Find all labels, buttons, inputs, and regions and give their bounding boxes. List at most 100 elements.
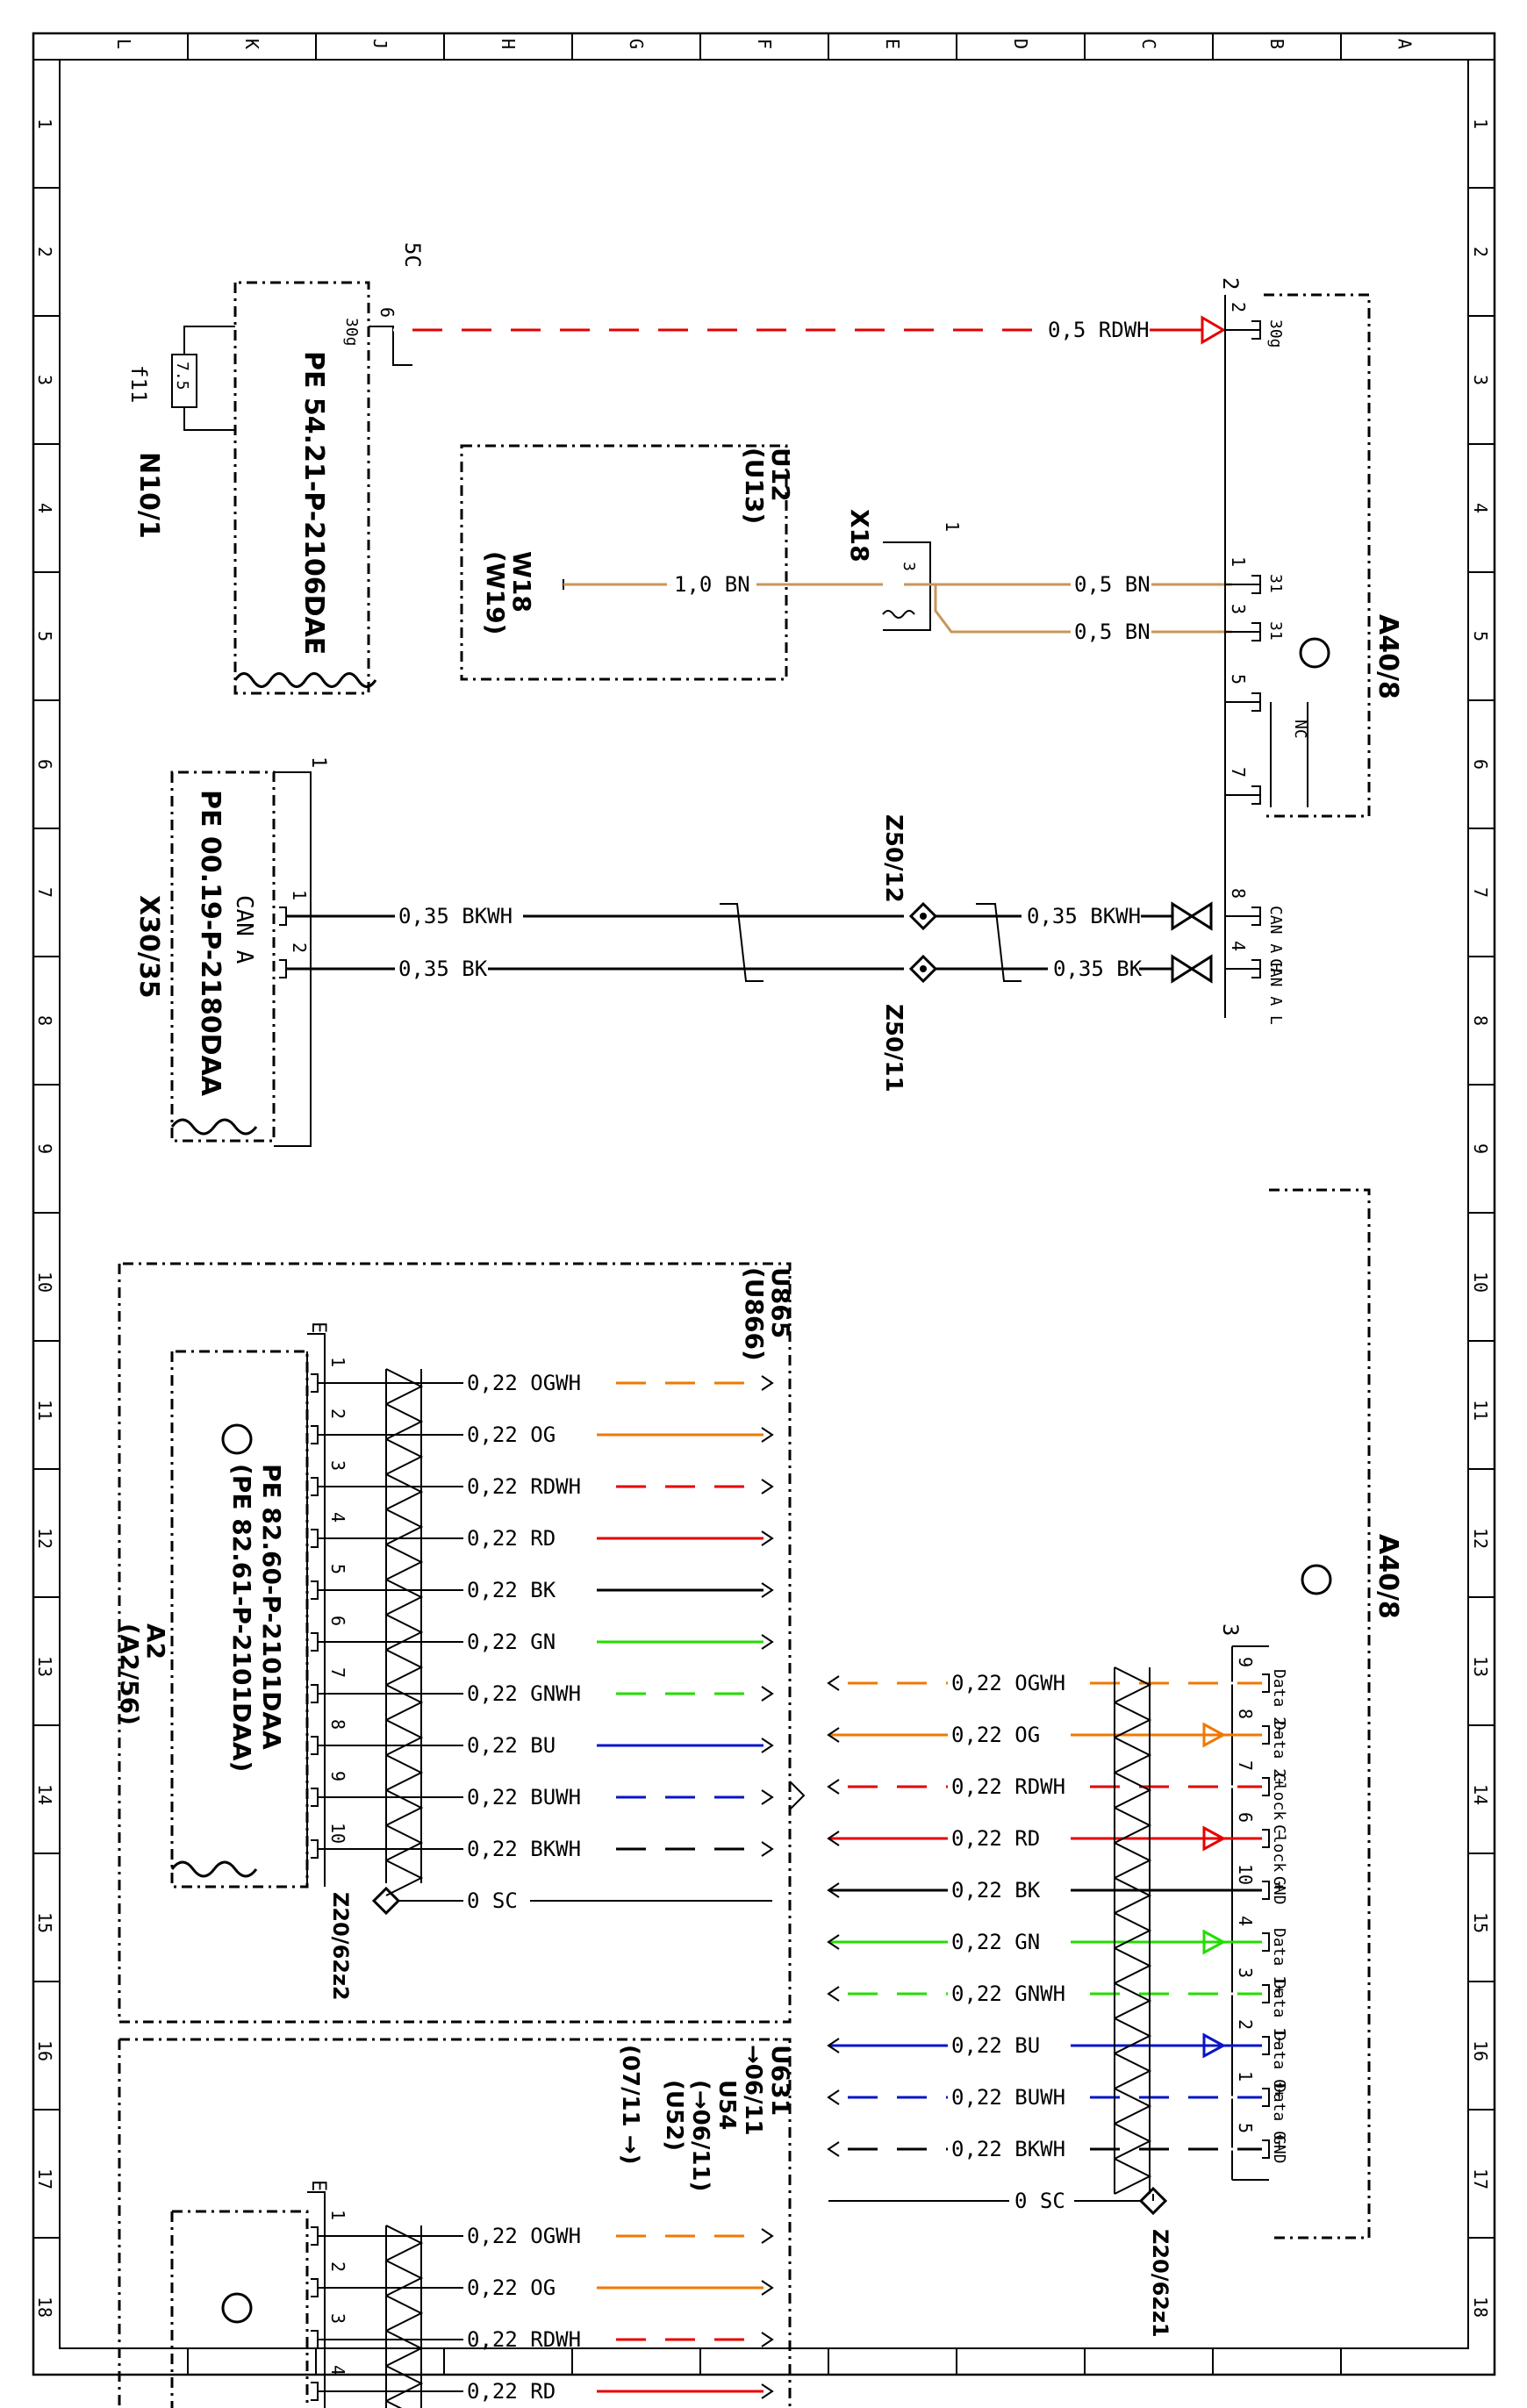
a2-id: A2 bbox=[141, 1623, 170, 1659]
wire-rdwh-label: 0,5 RDWH bbox=[1048, 318, 1150, 342]
a40-pin-socket bbox=[1251, 959, 1261, 978]
a2-pin-num: 2 bbox=[327, 1408, 348, 1419]
a40b-wire-label: 0,22 GN bbox=[951, 1930, 1040, 1954]
row-number: 14 bbox=[1470, 1784, 1491, 1805]
w18-u2: (U13) bbox=[740, 448, 769, 524]
a2-pin-num: 3 bbox=[327, 1460, 348, 1471]
u631-l1: →06/11 bbox=[740, 2045, 766, 2136]
a2-wire-end bbox=[761, 1427, 774, 1443]
a2-wire-label: 0,22 RDWH bbox=[467, 1474, 581, 1499]
a2-wire-end bbox=[761, 1634, 774, 1650]
a2-connector-icon bbox=[221, 1423, 253, 1455]
u631-connector-icon bbox=[221, 2292, 253, 2324]
u631-label: U631 bbox=[766, 2045, 795, 2116]
a40b-wire-start bbox=[827, 2038, 840, 2053]
row-number: 15 bbox=[34, 1912, 55, 1933]
u631-conn-bracket bbox=[307, 2191, 326, 2408]
a40b-shield-zig bbox=[1114, 1807, 1152, 1844]
a40b-shield-zig bbox=[1114, 1842, 1152, 1879]
row-number: 12 bbox=[1470, 1528, 1491, 1549]
a2-pin-socket bbox=[311, 1373, 319, 1393]
u631-shield bbox=[385, 2225, 422, 2408]
a2-pin-socket bbox=[311, 1736, 319, 1755]
can-diode-arrow bbox=[1171, 954, 1213, 984]
x18-cut bbox=[882, 610, 915, 619]
a40b-wire-label: 0,22 BU bbox=[951, 2033, 1040, 2058]
a40b-pin-name: Data 0+ bbox=[1270, 2032, 1288, 2098]
a40b-pin-name: Data 2+ bbox=[1270, 1721, 1288, 1788]
a40b-pin-num: 9 bbox=[1235, 1657, 1256, 1667]
a2-pin-num: 10 bbox=[327, 1823, 348, 1844]
a2-conn: E bbox=[307, 1322, 329, 1333]
a40b-pin-name: GND bbox=[1270, 2135, 1288, 2164]
a40b-pin-num: 6 bbox=[1235, 1812, 1256, 1823]
a2-wire-end bbox=[761, 1789, 774, 1805]
twist-right bbox=[976, 903, 1022, 982]
a2-pin-num: 9 bbox=[327, 1771, 348, 1781]
row-number: 9 bbox=[34, 1143, 55, 1154]
a40-nc: NC bbox=[1291, 720, 1309, 739]
a40-pin-num: 8 bbox=[1228, 888, 1249, 899]
row-number: 18 bbox=[34, 2297, 55, 2318]
row-number: 6 bbox=[1470, 759, 1491, 770]
a40b-pin-socket bbox=[1262, 1984, 1270, 2003]
a40b-wire-label: 0,22 RDWH bbox=[951, 1774, 1065, 1799]
row-number: 13 bbox=[1470, 1656, 1491, 1677]
u631-l4: (U52) bbox=[661, 2080, 687, 2151]
n10-pin: 6 bbox=[376, 307, 398, 318]
a40b-shield-zig bbox=[1114, 1666, 1152, 1703]
row-number: 1 bbox=[34, 118, 55, 129]
row-number: 4 bbox=[1470, 503, 1491, 513]
column-letter: H bbox=[498, 39, 519, 49]
row-number: 9 bbox=[1470, 1143, 1491, 1154]
u631-wire-label: 0,22 OGWH bbox=[467, 2224, 581, 2248]
a2-wire-label: 0,22 OGWH bbox=[467, 1371, 581, 1395]
x30-num: 1 bbox=[307, 756, 329, 768]
u631-shield-zig bbox=[385, 2295, 424, 2332]
a2-ref1: PE 82.60-P-2101DAA bbox=[257, 1464, 286, 1750]
a2-pin-socket bbox=[311, 1425, 319, 1444]
a2-pin-socket bbox=[311, 1632, 319, 1652]
n10-cut bbox=[233, 672, 377, 688]
u631-wire-label: 0,22 OG bbox=[467, 2275, 556, 2300]
u631-box bbox=[170, 2210, 309, 2408]
a40-pin-num: 2 bbox=[1228, 302, 1249, 312]
a2-wire-end bbox=[761, 1738, 774, 1753]
row-number: 5 bbox=[1470, 631, 1491, 641]
a2-cut bbox=[170, 1860, 258, 1878]
a40b-wire-label: 0,22 BUWH bbox=[951, 2085, 1065, 2110]
wire-bk-left-label: 0,35 BK bbox=[398, 957, 488, 981]
a2-pin-num: 8 bbox=[327, 1719, 348, 1730]
a40b-pin-socket bbox=[1262, 1829, 1270, 1848]
u865-alt: (U866) bbox=[740, 1267, 769, 1361]
a40b-pin-name: Data 1+ bbox=[1270, 1928, 1288, 1995]
wire-bn1-label: 0,5 BN bbox=[1074, 572, 1151, 597]
x30-cut bbox=[170, 1118, 258, 1136]
row-number: 14 bbox=[34, 1784, 55, 1805]
a2-wire-end bbox=[761, 1375, 774, 1391]
a2-ref2: (PE 82.61-P-2101DAA) bbox=[227, 1464, 256, 1772]
a40b-shield-zig bbox=[1114, 2158, 1152, 2195]
u631-shield-zig bbox=[385, 2225, 424, 2261]
column-letter: B bbox=[1266, 39, 1287, 49]
row-number: 16 bbox=[34, 2040, 55, 2061]
u631-shield-zig bbox=[385, 2260, 424, 2297]
a2-pin-socket bbox=[311, 1477, 319, 1496]
u631-pin-num: 1 bbox=[327, 2210, 348, 2220]
a40b-wire-start bbox=[827, 1986, 840, 2002]
a40b-pin-num: 3 bbox=[1235, 1967, 1256, 1978]
a2-shield-zig bbox=[385, 1789, 424, 1826]
a40b-shield-zig bbox=[1114, 1702, 1152, 1738]
n10-ref: PE 54.21-P-2106DAE bbox=[298, 351, 329, 655]
a40b-pin-num: 2 bbox=[1235, 2019, 1256, 2030]
a40b-shield-zig bbox=[1114, 2088, 1152, 2125]
a2-splice bbox=[371, 1886, 401, 1916]
a40b-wire-label: 0,22 BKWH bbox=[951, 2137, 1065, 2161]
a2-shield bbox=[385, 1369, 422, 1883]
a40b-wire-label: 0,22 BK bbox=[951, 1878, 1041, 1903]
arrow-rdwh bbox=[1201, 315, 1226, 345]
a40b-pin-socket bbox=[1262, 1932, 1270, 1952]
a2-splice-label: Z20/62z2 bbox=[328, 1892, 353, 2001]
a2-wire-label: 0,22 OG bbox=[467, 1423, 556, 1447]
u631-l2: U54 bbox=[713, 2080, 740, 2130]
